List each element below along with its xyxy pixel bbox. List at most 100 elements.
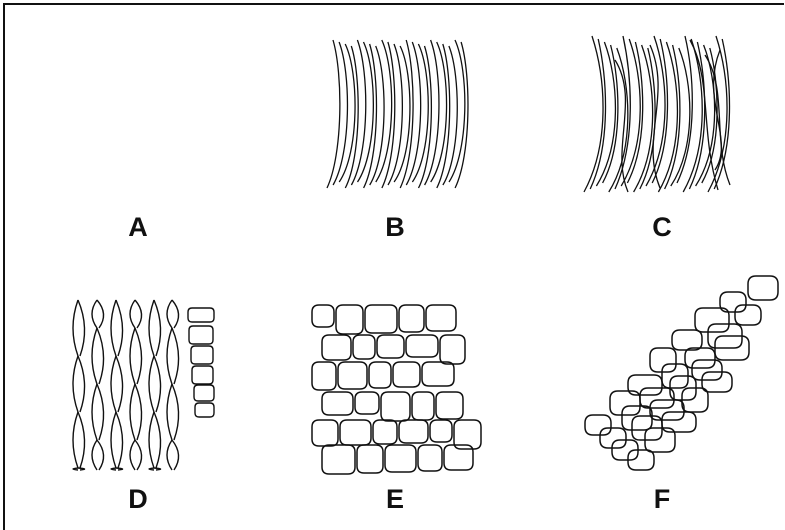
cell-wall [116, 300, 123, 356]
cell-wall [130, 384, 135, 440]
panel-label-d: D [108, 484, 168, 514]
panel-c-fibers [584, 36, 730, 192]
rounded-cell [385, 445, 416, 472]
cell-wall [149, 468, 154, 470]
cell-wall [73, 468, 78, 470]
panel-f-cell-rows [585, 276, 778, 470]
cell-wall [154, 468, 161, 470]
cell-wall [135, 328, 142, 384]
rounded-cell [735, 305, 761, 325]
cell-wall [154, 300, 161, 356]
panel-label-c: C [632, 212, 692, 242]
cell-wall [78, 468, 85, 470]
cell-wall [111, 412, 116, 468]
rounded-cell [662, 412, 696, 432]
cell-wall [172, 440, 179, 470]
cell-wall [97, 384, 104, 440]
cell-wall [73, 300, 78, 356]
rounded-cell [377, 335, 404, 358]
rounded-cell [748, 276, 778, 300]
rounded-cell [399, 420, 428, 443]
cell-wall [116, 468, 123, 470]
rounded-cell [312, 305, 334, 327]
cell-wall [111, 300, 116, 356]
rounded-cell [692, 360, 722, 380]
cell-wall [92, 300, 97, 328]
cell-wall [130, 328, 135, 384]
rounded-cell [622, 406, 652, 430]
cell-wall [97, 328, 104, 384]
cell-wall [167, 300, 172, 328]
cell-wall [172, 328, 179, 384]
cell-wall [135, 384, 142, 440]
rounded-cell [353, 335, 375, 359]
cell-wall [154, 412, 161, 468]
cell-wall [78, 412, 85, 468]
rounded-cell [426, 305, 456, 331]
rounded-cell [399, 305, 424, 332]
rounded-cell [418, 445, 442, 471]
rounded-cell [322, 335, 351, 360]
panel-label-e: E [365, 484, 425, 514]
cell-wall [149, 300, 154, 356]
rounded-cell [322, 392, 353, 415]
rounded-cell [189, 326, 213, 344]
rounded-cell [191, 346, 213, 364]
panel-label-f: F [632, 484, 692, 514]
rounded-cell [430, 420, 452, 442]
cell-wall [167, 328, 172, 384]
rounded-cell [312, 420, 338, 446]
cell-wall [130, 440, 135, 470]
cell-wall [149, 356, 154, 412]
cell-wall [172, 384, 179, 440]
cell-wall [78, 356, 85, 412]
rounded-cell [188, 308, 214, 322]
cell-wall [92, 440, 97, 470]
rounded-cell [422, 362, 454, 386]
rounded-cell [340, 420, 371, 445]
rounded-cell [192, 366, 213, 384]
cell-wall [92, 328, 97, 384]
cell-wall [73, 356, 78, 412]
rounded-cell [369, 362, 391, 388]
rounded-cell [355, 392, 379, 414]
fiber-line [327, 40, 340, 188]
rounded-cell [195, 403, 214, 417]
cell-wall [149, 412, 154, 468]
rounded-cell [628, 375, 662, 395]
cell-wall [111, 468, 116, 470]
cell-wall [130, 300, 135, 328]
rounded-cell [672, 330, 702, 350]
cell-wall [97, 300, 104, 328]
cell-wall [92, 384, 97, 440]
rounded-cell [640, 388, 674, 408]
cell-wall [78, 300, 85, 356]
rounded-cell [357, 445, 383, 473]
rounded-cell [406, 335, 438, 357]
cell-wall [111, 356, 116, 412]
rounded-cell [338, 362, 367, 389]
rounded-cell [373, 420, 397, 444]
cell-wall [116, 412, 123, 468]
cell-wall [73, 412, 78, 468]
panel-label-a: A [108, 212, 168, 242]
cell-wall [172, 300, 179, 328]
cell-wall [116, 356, 123, 412]
rounded-cell [650, 400, 684, 420]
rounded-cell [312, 362, 336, 390]
cell-wall [167, 384, 172, 440]
rounded-cell [393, 362, 420, 387]
fiber-line [584, 36, 603, 192]
rounded-cell [440, 335, 465, 364]
rounded-cell [436, 392, 463, 419]
rounded-cell [336, 305, 363, 334]
rounded-cell [585, 415, 611, 435]
panel-label-b: B [365, 212, 425, 242]
rounded-cell [322, 445, 355, 474]
rounded-cell [685, 348, 715, 368]
cell-wall [135, 440, 142, 470]
rounded-cell [365, 305, 397, 333]
rounded-cell [702, 372, 732, 392]
